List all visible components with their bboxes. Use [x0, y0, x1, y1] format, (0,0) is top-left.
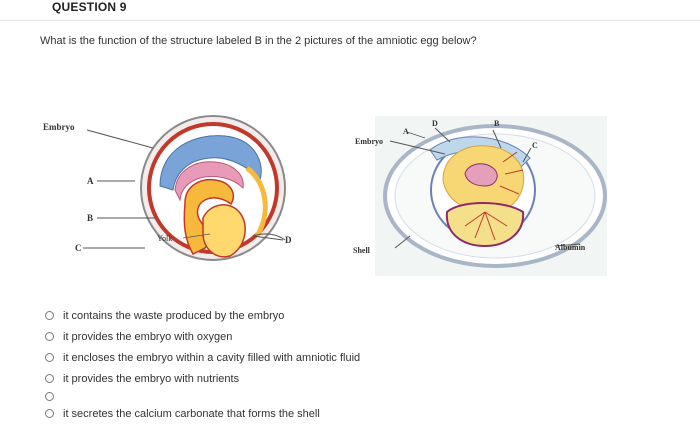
- left-egg-diagram: [83, 115, 286, 261]
- right-label-a: A: [403, 127, 409, 136]
- option-label: it provides the embryo with nutrients: [63, 372, 240, 385]
- option-label: it secretes the calcium carbonate that f…: [63, 407, 320, 420]
- option-oxygen[interactable]: it provides the embryo with oxygen: [45, 326, 360, 347]
- right-label-d: D: [432, 119, 438, 128]
- right-label-albumin: Albumin: [555, 243, 586, 252]
- amniotic-egg-diagrams: Embryo A B C D Yolk: [43, 115, 607, 276]
- radio-button[interactable]: [45, 311, 54, 320]
- right-label-embryo: Embryo: [355, 137, 383, 146]
- right-egg-diagram: [375, 116, 607, 276]
- amniotic-egg-figure: Embryo A B C D Yolk: [35, 108, 610, 283]
- option-blank[interactable]: [45, 389, 360, 403]
- answer-options: it contains the waste produced by the em…: [45, 305, 360, 424]
- radio-button[interactable]: [45, 409, 54, 418]
- option-calcium-carbonate[interactable]: it secretes the calcium carbonate that f…: [45, 403, 360, 424]
- left-label-embryo: Embryo: [43, 122, 75, 132]
- option-label: it contains the waste produced by the em…: [63, 309, 285, 322]
- option-nutrients[interactable]: it provides the embryo with nutrients: [45, 368, 360, 389]
- option-waste[interactable]: it contains the waste produced by the em…: [45, 305, 360, 326]
- option-label: it encloses the embryo within a cavity f…: [63, 351, 361, 364]
- left-label-a: A: [87, 176, 94, 186]
- option-amniotic-fluid[interactable]: it encloses the embryo within a cavity f…: [45, 347, 360, 368]
- question-header: QUESTION 9: [0, 0, 700, 21]
- left-label-c: C: [75, 243, 82, 253]
- question-text: What is the function of the structure la…: [40, 35, 477, 47]
- radio-button[interactable]: [45, 374, 54, 383]
- radio-button[interactable]: [45, 353, 54, 362]
- left-label-yolk: Yolk: [157, 234, 172, 243]
- radio-button[interactable]: [45, 332, 54, 341]
- right-label-c: C: [532, 141, 538, 150]
- right-label-b: B: [494, 119, 500, 128]
- left-label-b: B: [87, 213, 93, 223]
- radio-button[interactable]: [45, 391, 54, 401]
- left-label-d: D: [285, 235, 292, 245]
- option-label: it provides the embryo with oxygen: [63, 330, 233, 343]
- right-label-shell: Shell: [353, 246, 371, 255]
- question-title: QUESTION 9: [52, 0, 127, 14]
